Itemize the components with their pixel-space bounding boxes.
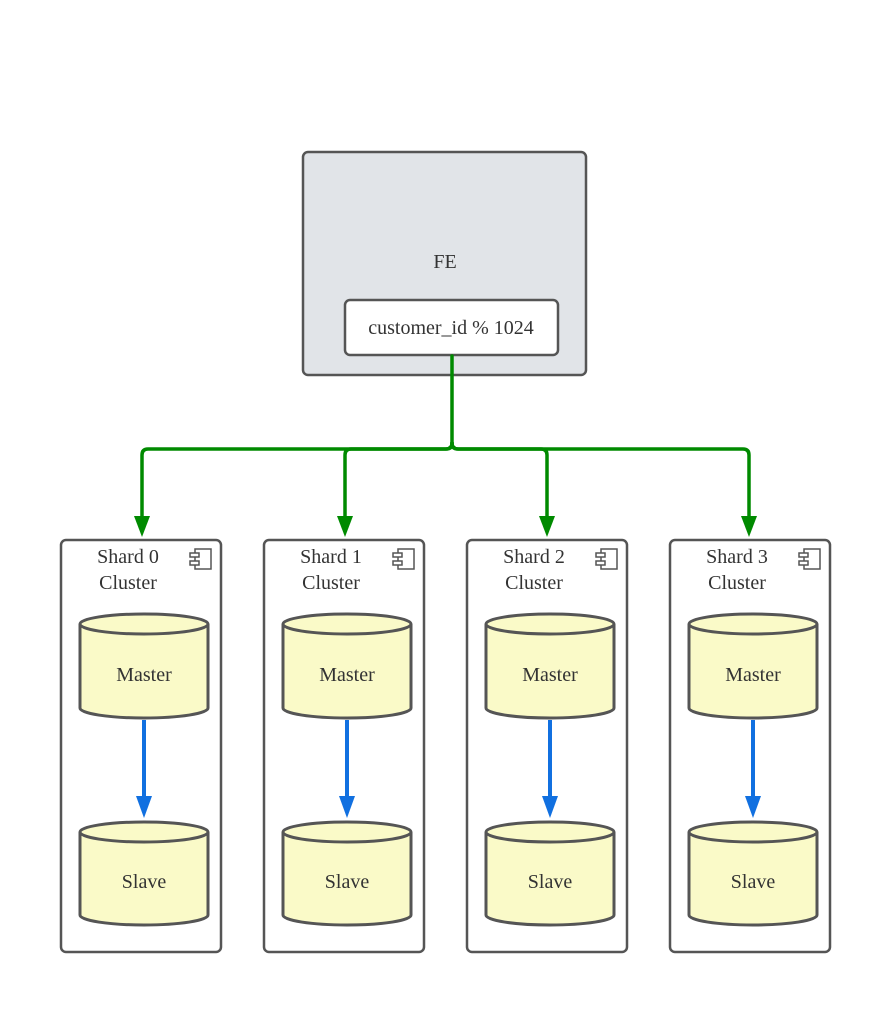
slave-label: Slave	[325, 871, 370, 893]
slave-label: Slave	[122, 871, 167, 893]
database-cylinder-icon	[78, 820, 210, 927]
routing-connector-shard-3	[450, 441, 751, 520]
component-icon	[798, 548, 821, 570]
replication-arrowhead	[745, 796, 761, 818]
shard-cluster-0: Shard 0 Cluster Master Slave	[59, 538, 223, 954]
routing-arrowhead-shard-2	[539, 516, 555, 537]
database-cylinder-icon	[484, 820, 616, 927]
database-cylinder-icon	[281, 612, 413, 720]
routing-connector-shard-2	[450, 441, 549, 520]
database-cylinder-icon	[484, 612, 616, 720]
slave-database: Slave	[281, 820, 413, 927]
slave-database: Slave	[484, 820, 616, 927]
master-label: Master	[116, 664, 172, 686]
fe-node: FE customer_id % 1024	[301, 150, 588, 377]
master-database: Master	[281, 612, 413, 720]
shard-cluster-title: Shard 2	[503, 546, 565, 568]
slave-database: Slave	[78, 820, 210, 927]
component-icon	[392, 548, 415, 570]
routing-connector-shard-1	[343, 441, 454, 520]
component-icon	[595, 548, 618, 570]
routing-arrowhead-shard-0	[134, 516, 150, 537]
replication-arrowhead	[542, 796, 558, 818]
slave-database: Slave	[687, 820, 819, 927]
database-cylinder-icon	[687, 820, 819, 927]
shard-cluster-2: Shard 2 Cluster Master Slave	[465, 538, 629, 954]
replication-arrowhead	[339, 796, 355, 818]
master-label: Master	[725, 664, 781, 686]
routing-arrowhead-shard-3	[741, 516, 757, 537]
slave-label: Slave	[731, 871, 776, 893]
master-database: Master	[78, 612, 210, 720]
master-database: Master	[687, 612, 819, 720]
shard-cluster-1: Shard 1 Cluster Master Slave	[262, 538, 426, 954]
shard-cluster-subtitle: Cluster	[302, 572, 360, 594]
shard-cluster-title: Shard 1	[300, 546, 362, 568]
routing-connector-shard-0	[140, 441, 454, 520]
shard-cluster-subtitle: Cluster	[708, 572, 766, 594]
component-icon	[189, 548, 212, 570]
shard-cluster-subtitle: Cluster	[505, 572, 563, 594]
shard-cluster-title: Shard 0	[97, 546, 159, 568]
fe-title: FE	[433, 251, 456, 273]
slave-label: Slave	[528, 871, 573, 893]
routing-arrowhead-shard-1	[337, 516, 353, 537]
database-cylinder-icon	[281, 820, 413, 927]
master-database: Master	[484, 612, 616, 720]
routing-connectors	[140, 354, 751, 520]
database-cylinder-icon	[687, 612, 819, 720]
routing-rule-label: customer_id % 1024	[368, 317, 534, 339]
shard-cluster-subtitle: Cluster	[99, 572, 157, 594]
shard-cluster-title: Shard 3	[706, 546, 768, 568]
database-cylinder-icon	[78, 612, 210, 720]
master-label: Master	[522, 664, 578, 686]
routing-arrowheads	[134, 516, 757, 537]
master-label: Master	[319, 664, 375, 686]
shard-cluster-3: Shard 3 Cluster Master Slave	[668, 538, 832, 954]
replication-arrowhead	[136, 796, 152, 818]
